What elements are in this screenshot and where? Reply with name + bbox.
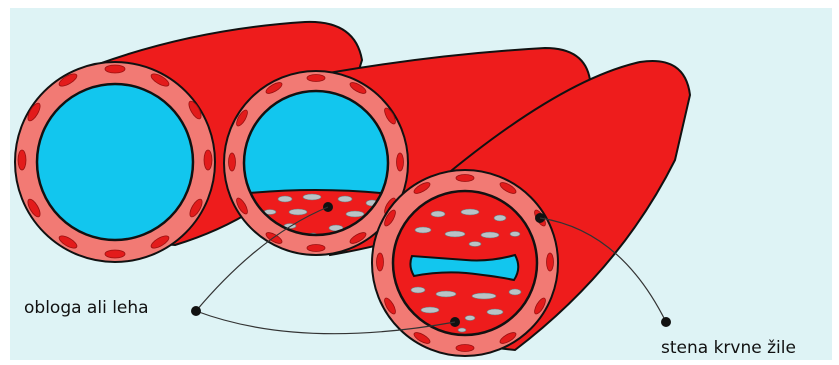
vessel-wall-label: stena krvne žile	[661, 338, 796, 358]
wall-label-dot	[661, 317, 671, 327]
lumen-1	[37, 84, 193, 240]
plaque-label: obloga ali leha	[24, 298, 149, 318]
plaque-label-dot	[191, 306, 201, 316]
